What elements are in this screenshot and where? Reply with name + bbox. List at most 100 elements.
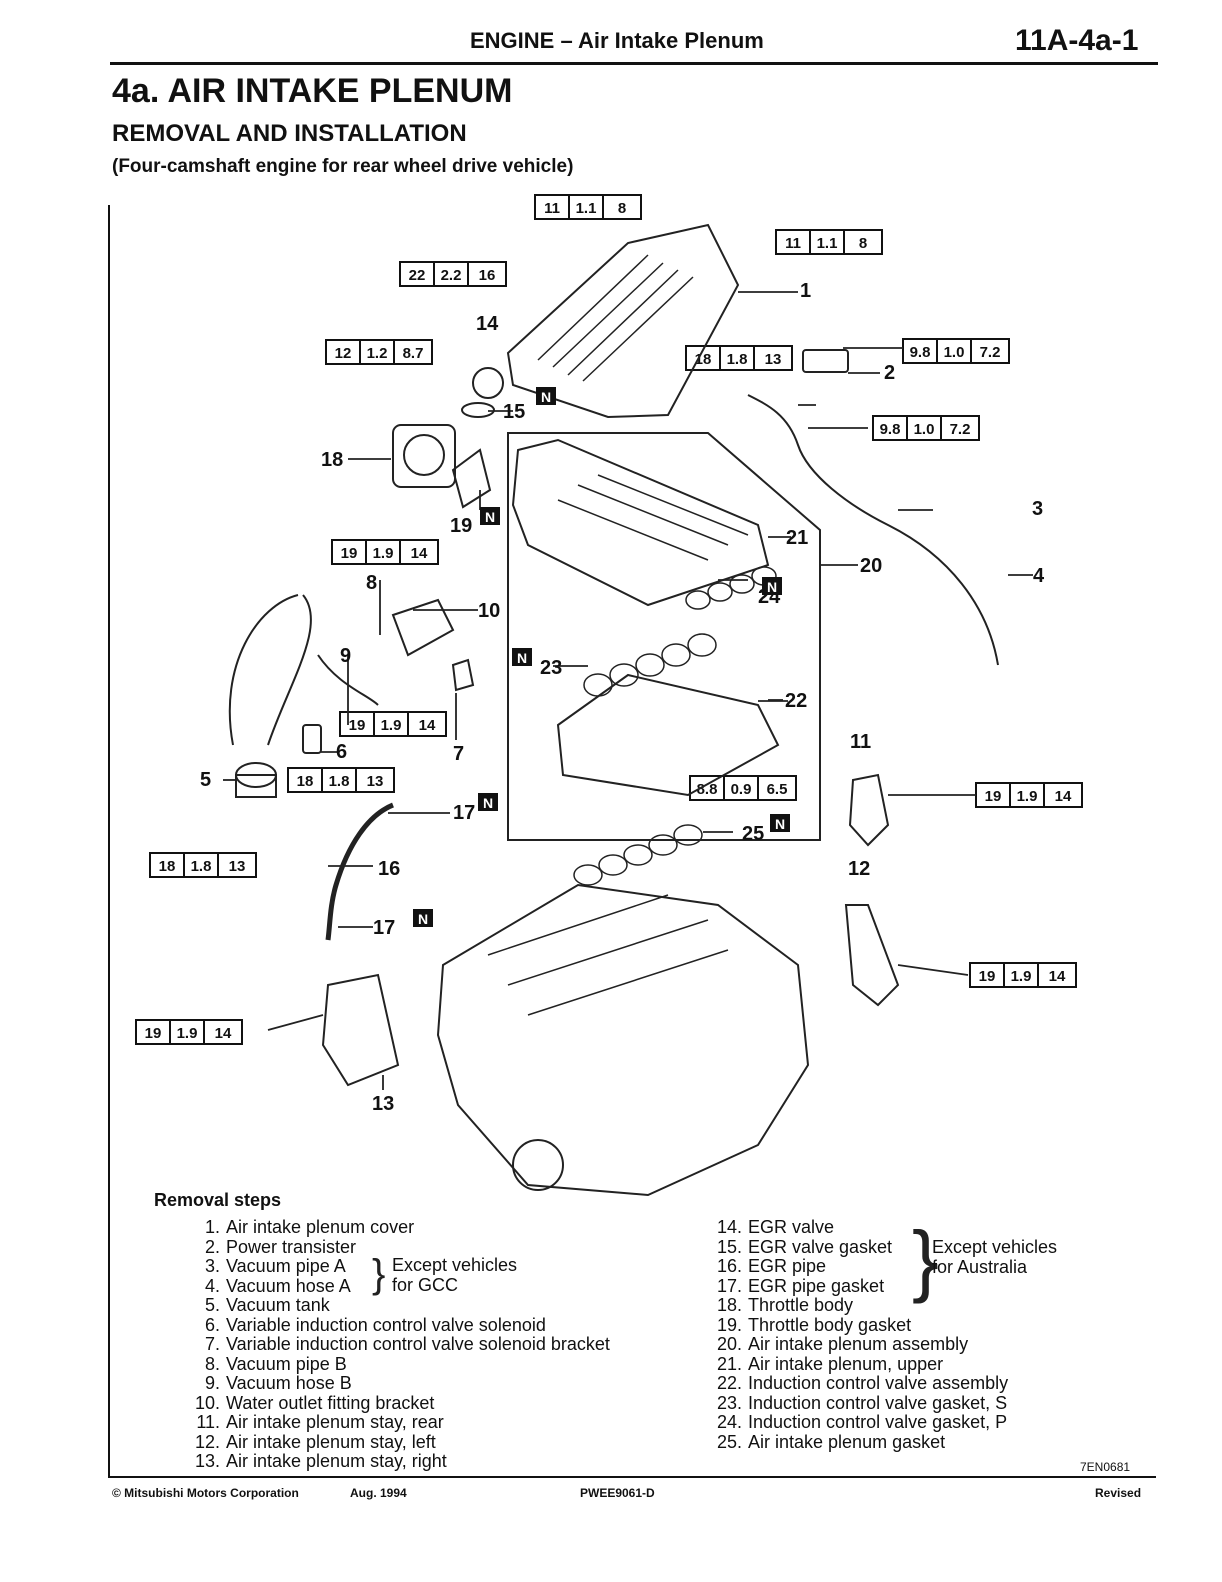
- group-note-gcc: Except vehicles for GCC: [392, 1255, 518, 1295]
- torque-value: 19: [349, 717, 366, 734]
- step-item: 14.EGR valve: [716, 1217, 835, 1237]
- step-item: 13.Air intake plenum stay, right: [194, 1451, 447, 1471]
- new-part-mark: [762, 577, 782, 595]
- torque-cell: [399, 539, 439, 565]
- torque-value: 9.8: [880, 421, 901, 438]
- torque-value: 1.8: [191, 858, 212, 875]
- torque-cell: [568, 194, 604, 220]
- egr-pipe-drawing: [325, 802, 395, 941]
- step-item: 24.Induction control valve gasket, P: [716, 1412, 1008, 1432]
- callout-leaders: [223, 291, 1033, 1090]
- callout-16: 16: [378, 858, 400, 880]
- engine-block-drawing: [436, 883, 810, 1197]
- vacuum-hose-b-drawing: [228, 594, 379, 746]
- torque-value: 7.2: [980, 344, 1001, 361]
- step-item: 1.Air intake plenum cover: [204, 1217, 415, 1237]
- callout-11: 11: [850, 731, 871, 753]
- torque-value: 12: [335, 345, 352, 362]
- step-item: 5.Vacuum tank: [204, 1295, 330, 1315]
- removal-steps-left: 1.Air intake plenum cover 2.Power transi…: [190, 1217, 610, 1472]
- step-item: 19.Throttle body gasket: [716, 1314, 912, 1335]
- callout-9: 9: [340, 645, 351, 667]
- callout-13: 13: [372, 1093, 394, 1115]
- callout-10: 10: [478, 600, 500, 622]
- callout-5: 5: [200, 769, 211, 791]
- engine-cam-covers: [487, 894, 729, 1016]
- brace-aus: }: [912, 1215, 939, 1304]
- callout-15: 15: [503, 401, 525, 423]
- callout-3: 3: [1032, 498, 1043, 520]
- figure-id: 7EN0681: [1080, 1460, 1131, 1474]
- torque-value: 19: [985, 788, 1002, 805]
- torque-value: 14: [411, 545, 428, 562]
- torque-spec-box: 19 1.9 14: [339, 711, 447, 737]
- torque-value: 13: [367, 773, 384, 790]
- footer-code: PWEE9061-D: [580, 1486, 655, 1500]
- torque-value: 11: [544, 200, 560, 217]
- step-item: 4.Vacuum hose A: [204, 1275, 351, 1296]
- torque-cell: [940, 415, 980, 441]
- torque-cell: [843, 229, 883, 255]
- torque-cell: [1043, 782, 1083, 808]
- torque-value: 1.9: [177, 1025, 198, 1042]
- torque-cell: [534, 194, 570, 220]
- callout-2: 2: [884, 362, 895, 384]
- torque-value: 1.8: [727, 351, 748, 368]
- new-part-mark-label: N: [418, 911, 428, 927]
- torque-value: 14: [419, 717, 436, 734]
- callout-23: 23: [540, 657, 562, 679]
- callout-12: 12: [848, 858, 870, 880]
- step-item: 21.Air intake plenum, upper: [716, 1353, 944, 1374]
- torque-cell: [1037, 962, 1077, 988]
- step-item: 17.EGR pipe gasket: [716, 1275, 885, 1296]
- power-transistor-drawing: [802, 349, 849, 373]
- new-part-mark-label: N: [541, 389, 551, 405]
- footer-status: Revised: [1095, 1486, 1142, 1500]
- torque-cell: [365, 539, 401, 565]
- torque-value: 8: [859, 235, 867, 252]
- torque-value: 7.2: [950, 421, 971, 438]
- torque-value: 1.1: [817, 235, 838, 252]
- throttle-body-drawing: [392, 424, 456, 488]
- torque-value: 8.7: [403, 345, 424, 362]
- torque-cell: [203, 1019, 243, 1045]
- removal-steps-right: 14.EGR valve 15.EGR valve gasket 16.EGR …: [712, 1217, 1009, 1452]
- callout-14: 14: [476, 313, 499, 335]
- callout-20: 20: [860, 555, 882, 577]
- step-item: 11.Air intake plenum stay, rear: [196, 1412, 444, 1432]
- torque-value: 16: [479, 267, 496, 284]
- torque-value: 1.9: [381, 717, 402, 734]
- torque-cell: [433, 261, 469, 287]
- torque-cell: [217, 852, 257, 878]
- new-part-mark-label: N: [775, 816, 785, 832]
- new-part-mark: [770, 814, 790, 832]
- step-item: 22.Induction control valve assembly: [716, 1373, 1009, 1393]
- callout-1: 1: [800, 280, 811, 302]
- torque-cell: [467, 261, 507, 287]
- step-item: 20.Air intake plenum assembly: [716, 1334, 969, 1354]
- torque-cell: [902, 338, 938, 364]
- solenoid-bracket-drawing: [451, 658, 475, 692]
- footer-date: Aug. 1994: [350, 1486, 407, 1500]
- torque-value: 1.9: [1011, 968, 1032, 985]
- callout-6: 6: [336, 741, 347, 763]
- new-part-mark: [480, 507, 500, 525]
- egr-valve-gasket-drawing: [461, 402, 495, 418]
- callout-22: 22: [785, 690, 807, 712]
- torque-value: 11: [785, 235, 801, 252]
- torque-cell: [407, 711, 447, 737]
- torque-value: 14: [1055, 788, 1072, 805]
- section-title: 4a. AIR INTAKE PLENUM: [112, 72, 513, 110]
- torque-value: 1.0: [914, 421, 935, 438]
- torque-value: 1.9: [1017, 788, 1038, 805]
- solenoid-drawing: [302, 724, 322, 754]
- throttle-bore: [403, 434, 445, 476]
- torque-cell: [602, 194, 642, 220]
- vacuum-hose-a-drawing: [747, 394, 999, 666]
- induction-valve-drawing: [556, 673, 780, 797]
